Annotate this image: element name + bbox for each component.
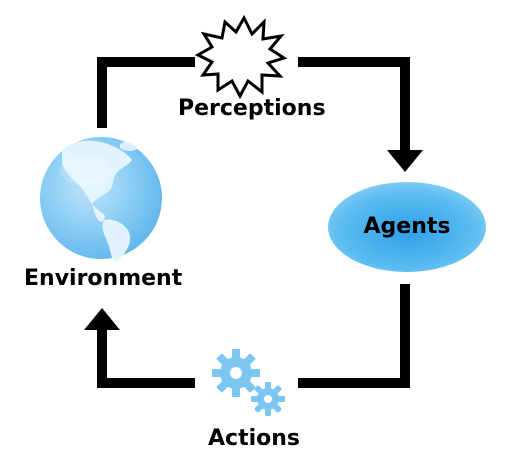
perceptions-label: Perceptions <box>178 96 326 121</box>
globe-icon <box>40 137 162 261</box>
arrowhead-to-agents <box>387 150 423 172</box>
connector-top-left <box>97 57 195 128</box>
agents-label: Agents <box>363 214 451 239</box>
connector-bottom-right <box>298 284 410 388</box>
actions-label: Actions <box>208 426 300 451</box>
gears-icon <box>212 349 285 416</box>
environment-label: Environment <box>24 266 183 291</box>
arrowhead-to-environment <box>84 308 120 330</box>
connector-bottom-left <box>97 330 195 388</box>
starburst-icon <box>194 14 288 100</box>
connector-top-right <box>298 57 410 152</box>
agents-ellipse <box>328 182 486 272</box>
